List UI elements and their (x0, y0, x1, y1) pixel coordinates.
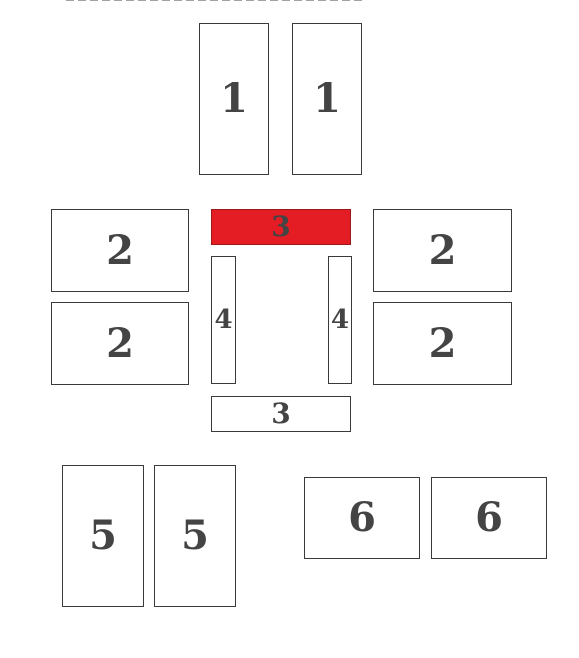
part-2-right-bottom-label: 2 (428, 319, 457, 367)
part-5-left: 5 (62, 465, 144, 607)
part-2-right-top: 2 (373, 209, 512, 292)
part-4-left-label: 4 (214, 305, 233, 335)
part-6-right: 6 (431, 477, 547, 559)
part-2-right-bottom: 2 (373, 302, 512, 385)
part-2-left-top: 2 (51, 209, 189, 292)
part-1-left: 1 (199, 23, 269, 175)
part-2-left-top-label: 2 (106, 226, 134, 274)
part-3-bottom: 3 (211, 396, 351, 432)
part-1-right: 1 (292, 23, 362, 175)
part-4-right-label: 4 (330, 305, 350, 335)
part-4-right: 4 (328, 256, 352, 384)
part-6-right-label: 6 (475, 494, 503, 541)
cropped-header-edge (66, 0, 366, 3)
part-1-right-label: 1 (313, 75, 341, 122)
part-1-left-label: 1 (220, 75, 248, 122)
part-3-bottom-label: 3 (271, 397, 291, 430)
part-2-left-bottom: 2 (51, 302, 189, 385)
part-5-right: 5 (154, 465, 236, 607)
part-5-left-label: 5 (89, 512, 117, 559)
part-6-left: 6 (304, 477, 420, 559)
part-3-top-highlighted: 3 (211, 209, 351, 245)
part-2-right-top-label: 2 (428, 226, 457, 274)
part-3-top-label: 3 (271, 210, 291, 243)
part-2-left-bottom-label: 2 (106, 319, 134, 367)
part-5-right-label: 5 (181, 512, 209, 559)
part-4-left: 4 (211, 256, 236, 384)
part-6-left-label: 6 (348, 494, 376, 541)
